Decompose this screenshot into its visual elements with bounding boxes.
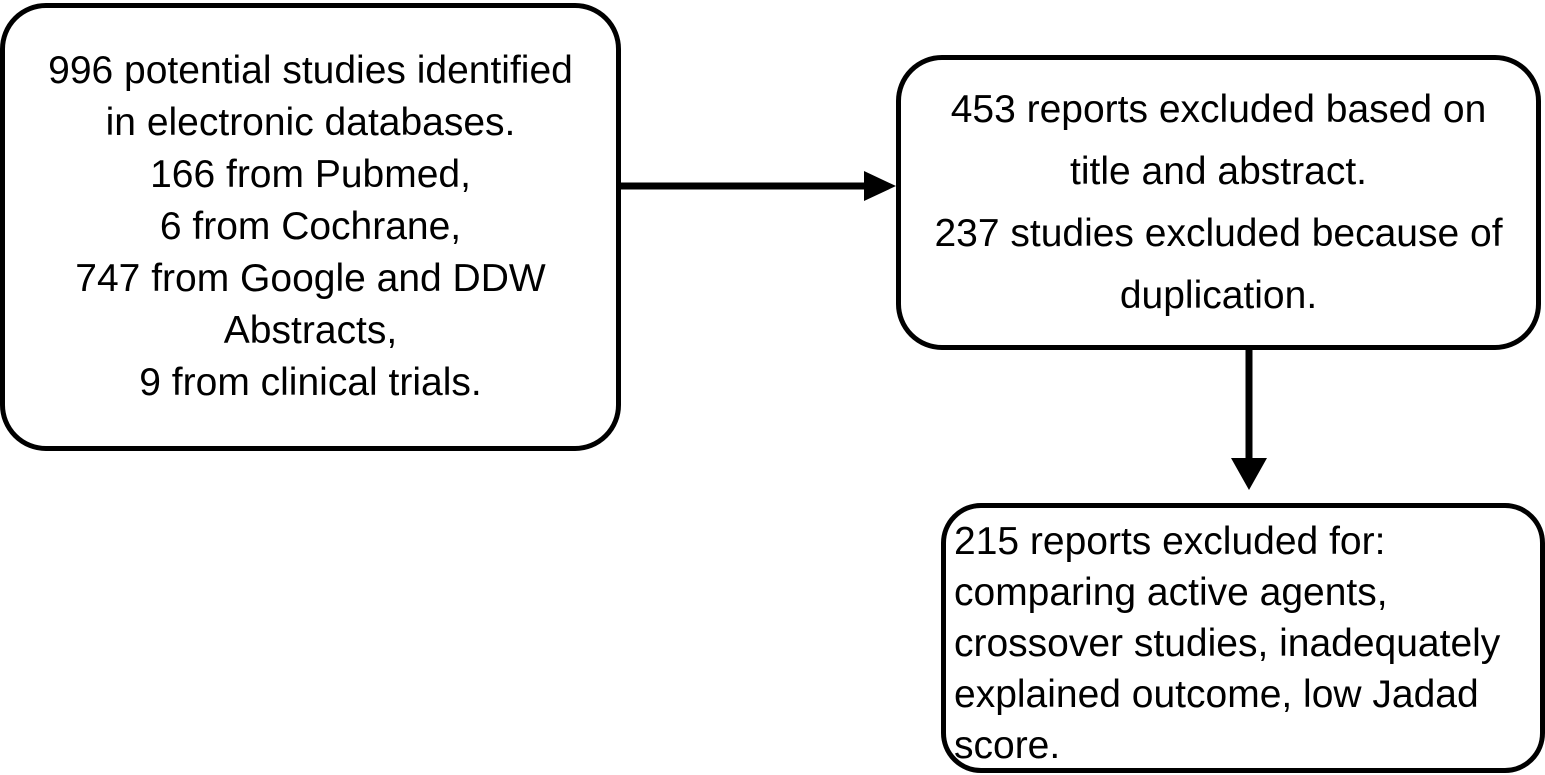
box-excluded-reasons-line-5: score.	[954, 724, 1061, 767]
box-identified-line-1: 996 potential studies identified	[48, 49, 573, 92]
box-identified-line-5: 747 from Google and DDW	[75, 257, 546, 300]
box-excluded-screening-line-1: 453 reports excluded based on	[950, 87, 1487, 131]
box-excluded-reasons[interactable]: 215 reports excluded for: comparing acti…	[941, 503, 1545, 773]
box-excluded-reasons-line-4: explained outcome, low Jadad	[954, 673, 1479, 716]
box-identified-line-4: 6 from Cochrane,	[159, 205, 462, 248]
box-identified-line-7: 9 from clinical trials.	[139, 361, 482, 404]
box-excluded-reasons-line-1: 215 reports excluded for:	[954, 520, 1386, 563]
arrow-right	[619, 171, 896, 201]
arrow-down-head	[1231, 458, 1267, 490]
box-identified-line-6: Abstracts,	[223, 309, 398, 352]
box-excluded-reasons-line-3: crossover studies, inadequately	[954, 622, 1501, 665]
arrow-right-head	[864, 171, 896, 201]
arrow-down	[1231, 350, 1267, 490]
box-excluded-screening-line-4: duplication.	[1119, 273, 1318, 317]
box-excluded-reasons-line-2: comparing active agents,	[954, 571, 1388, 614]
box-excluded-screening-line-2: title and abstract.	[1070, 149, 1367, 193]
box-excluded-screening[interactable]: 453 reports excluded based on title and …	[896, 55, 1541, 350]
box-identified-line-2: in electronic databases.	[105, 101, 516, 144]
box-excluded-screening-line-3: 237 studies excluded because of	[934, 211, 1503, 255]
box-identified-line-3: 166 from Pubmed,	[150, 153, 471, 196]
box-identified[interactable]: 996 potential studies identified in elec…	[0, 3, 621, 451]
